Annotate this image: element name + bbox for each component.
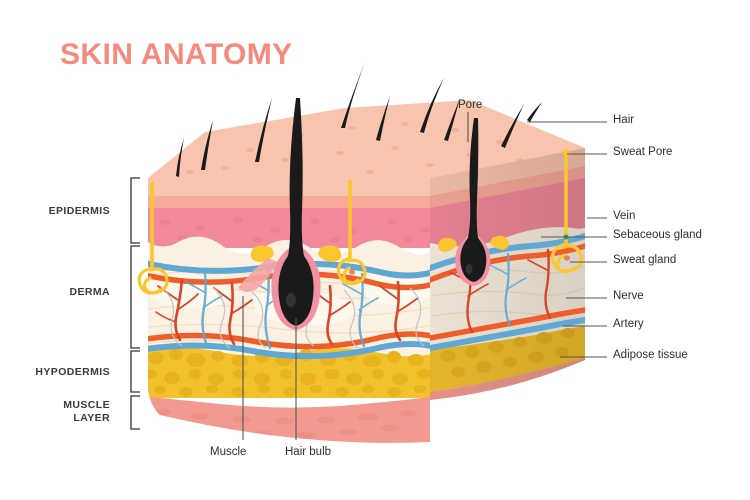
layer-label-epidermis: EPIDERMIS <box>48 205 110 217</box>
sweat-gland-coil <box>137 266 169 295</box>
hair-follicle-main <box>238 98 342 330</box>
callout-label-pore: Pore <box>458 99 483 111</box>
layer-label-muscle-line2: LAYER <box>73 412 110 424</box>
sebaceous-gland <box>318 245 342 262</box>
layer-label-derma: DERMA <box>69 286 110 298</box>
layer-label-hypodermis: HYPODERMIS <box>35 366 110 378</box>
callout-label-nerve: Nerve <box>613 290 644 302</box>
hair-shafts <box>176 62 542 177</box>
callout-label-artery: Artery <box>613 318 644 330</box>
callout-label-vein: Vein <box>613 210 636 222</box>
callout-label-adipose-tissue: Adipose tissue <box>613 349 688 361</box>
hair-follicle-secondary <box>438 118 509 286</box>
callout-label-hair: Hair <box>613 114 635 126</box>
bracket-derma <box>130 245 140 349</box>
callout-label-hair-bulb: Hair bulb <box>285 446 332 458</box>
leader-lines <box>242 112 607 440</box>
callout-label-sweat-gland: Sweat gland <box>613 254 677 266</box>
sweat-glands <box>137 148 583 295</box>
skin-right-face <box>430 148 585 400</box>
bracket-hypodermis <box>130 350 140 393</box>
sebaceous-gland <box>250 245 274 262</box>
callout-label-sweat-pore: Sweat Pore <box>613 146 673 158</box>
bracket-muscle-layer <box>130 395 140 430</box>
layer-label-muscle-line1: MUSCLE <box>63 399 110 411</box>
callout-label-sebaceous-gland: Sebaceous gland <box>613 229 702 241</box>
page-title: SKIN ANATOMY <box>60 38 293 71</box>
layer-brackets <box>130 177 140 430</box>
bracket-epidermis <box>130 177 140 244</box>
arrector-pili-muscle <box>238 258 278 292</box>
blood-vessels-front <box>148 259 430 360</box>
callout-label-muscle: Muscle <box>210 446 247 458</box>
adipose-cells <box>148 348 430 397</box>
